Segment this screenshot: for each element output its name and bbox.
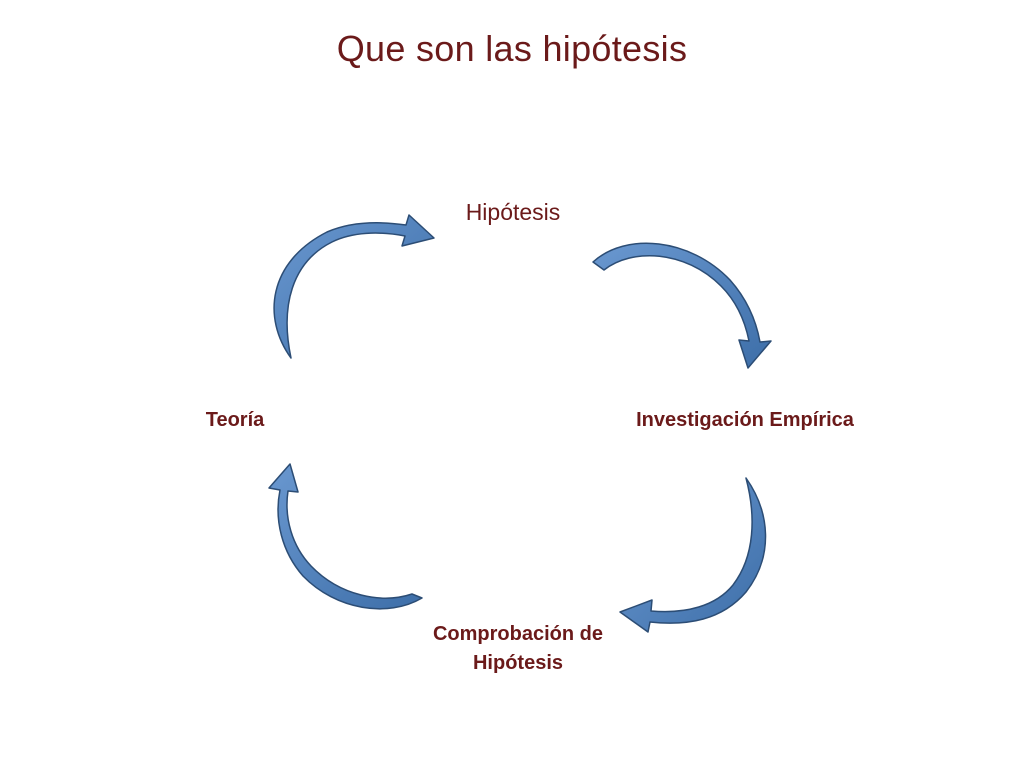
node-investigacion-empirica: Investigación Empírica — [636, 409, 854, 431]
arrow-teoria-to-hipotesis — [273, 214, 435, 359]
slide-title: Que son las hipótesis — [336, 28, 688, 69]
node-comprobacion-de-hipotesis: Comprobación de Hipótesis — [398, 620, 638, 678]
node-comprobacion-line2: Hipótesis — [472, 652, 564, 674]
arrow-hipotesis-to-investigacion — [592, 242, 772, 369]
node-hipotesis: Hipótesis — [465, 199, 561, 225]
arrow-comprobacion-to-teoria — [268, 463, 423, 610]
arrow-investigacion-to-comprobacion — [619, 477, 767, 633]
node-comprobacion-line1: Comprobación de — [432, 623, 603, 645]
node-teoria: Teoría — [205, 409, 265, 431]
